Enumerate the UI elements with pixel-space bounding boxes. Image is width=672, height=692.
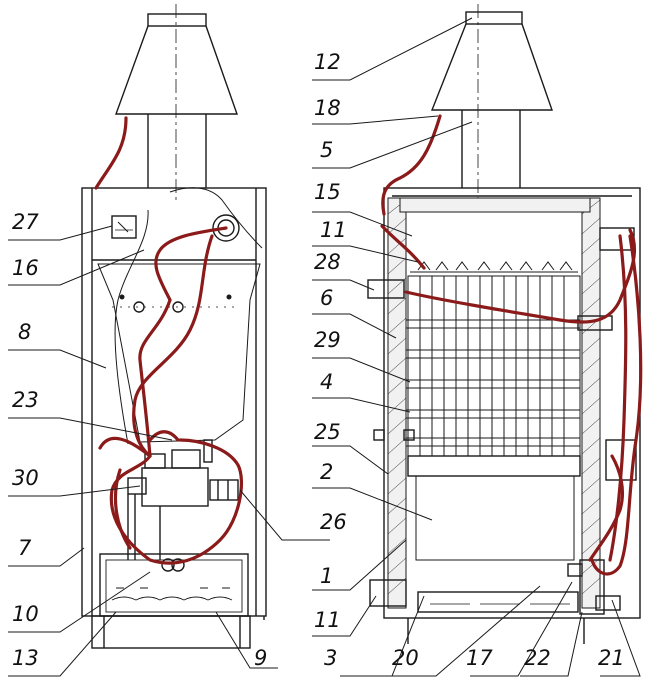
label-part-26: 26 [320, 510, 347, 534]
label-part-13: 13 [12, 646, 39, 670]
label-part-11-top: 11 [320, 218, 347, 242]
label-part-5: 5 [320, 138, 334, 162]
label-part-3: 3 [324, 646, 338, 670]
label-part-29: 29 [314, 328, 341, 352]
label-part-7: 7 [18, 536, 32, 560]
label-part-10: 10 [12, 602, 39, 626]
label-part-2: 2 [320, 460, 334, 484]
label-part-17: 17 [466, 646, 493, 670]
label-part-18: 18 [314, 96, 341, 120]
insulation-lining [387, 197, 601, 609]
label-part-6: 6 [320, 286, 334, 310]
base-stand [91, 615, 251, 649]
label-part-9: 9 [254, 646, 268, 670]
label-part-25: 25 [314, 420, 341, 444]
label-part-28: 28 [314, 250, 341, 274]
boiler-front-view [81, 4, 267, 649]
draft-hood-section [430, 11, 553, 188]
combustion-chamber [407, 455, 581, 561]
label-part-16: 16 [12, 256, 39, 280]
side-fittings [369, 227, 637, 607]
heat-exchanger [406, 261, 581, 457]
label-part-30: 30 [12, 466, 39, 490]
flue-pipe [147, 114, 207, 188]
thermometer-gauge [111, 215, 137, 239]
gas-valve [127, 439, 239, 507]
thermocouple-wires [94, 114, 643, 576]
door-panel [97, 263, 261, 443]
base-section [407, 618, 585, 644]
leader-lines [8, 17, 641, 677]
label-part-1: 1 [320, 564, 334, 588]
label-part-15: 15 [314, 180, 341, 204]
label-part-27: 27 [12, 210, 39, 234]
label-part-20: 20 [392, 646, 419, 670]
label-part-4: 4 [320, 370, 334, 394]
label-part-23: 23 [12, 388, 39, 412]
label-part-11-bottom: 11 [314, 608, 341, 632]
casing-section [383, 187, 641, 619]
cabinet-front [81, 187, 267, 620]
label-part-12: 12 [314, 50, 341, 74]
draft-hood [115, 13, 238, 115]
fittings [112, 294, 236, 313]
label-part-21: 21 [598, 646, 625, 670]
boiler-section-view [367, 4, 641, 644]
label-part-8: 8 [18, 320, 32, 344]
gas-pipe [127, 494, 161, 560]
label-part-22: 22 [524, 646, 551, 670]
